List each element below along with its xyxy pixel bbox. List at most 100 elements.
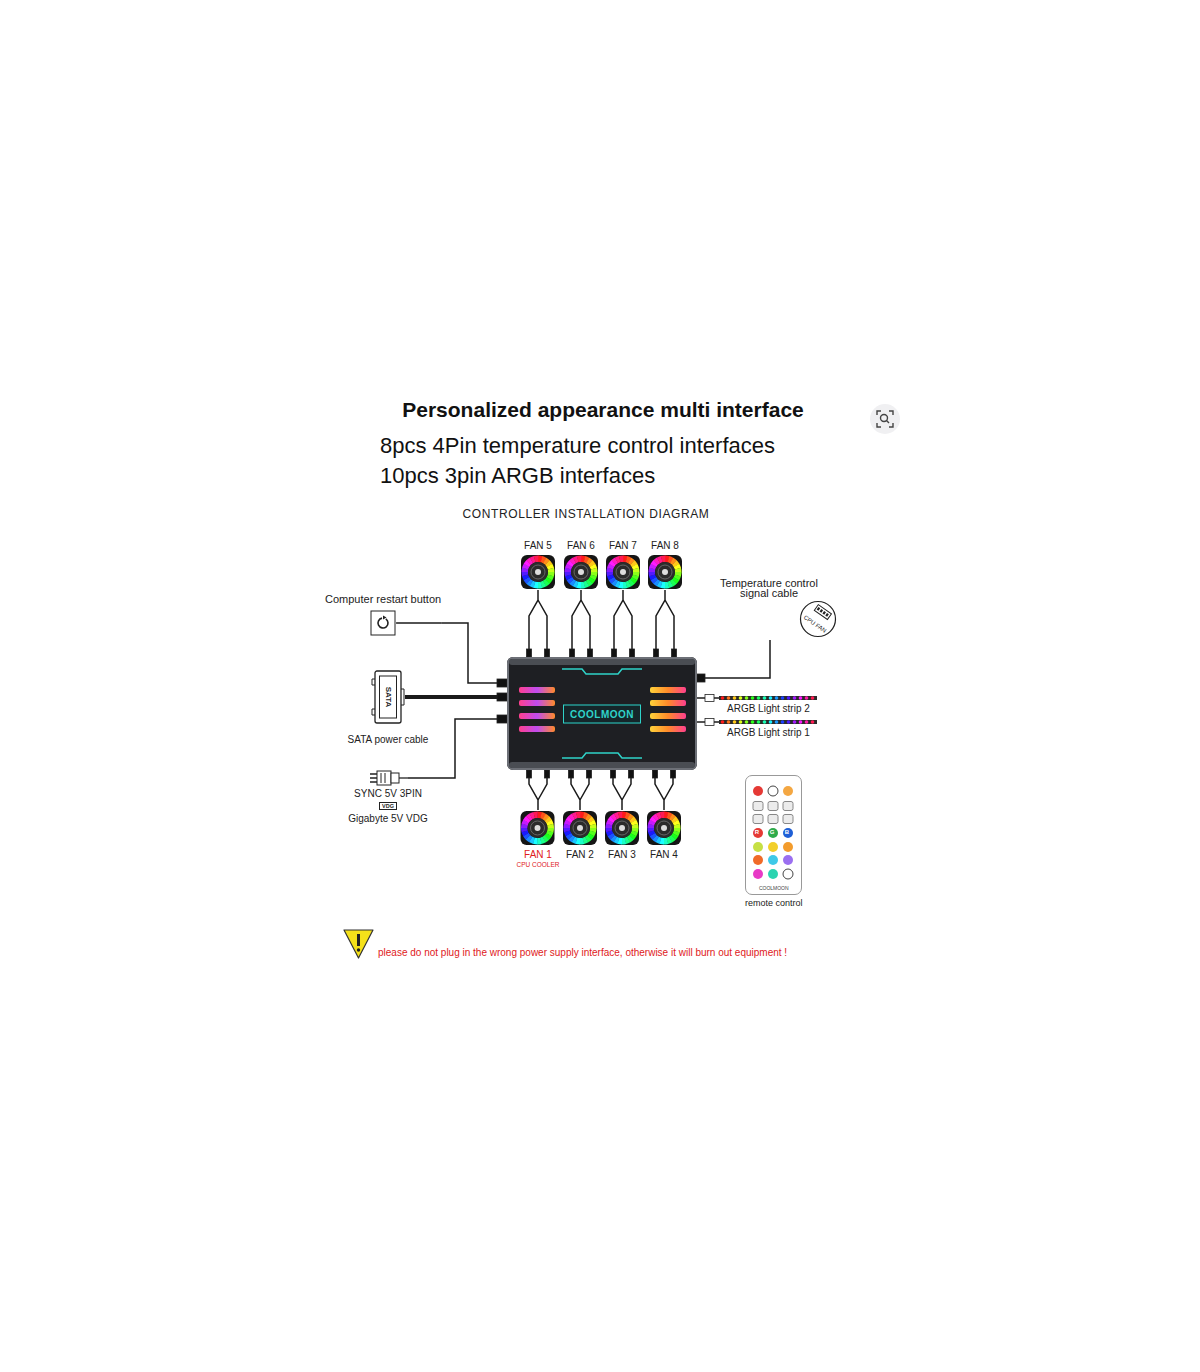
icon-handle xyxy=(887,421,890,424)
ring-segment xyxy=(534,811,539,818)
remote-control: COOLMOONremote control xyxy=(745,775,803,908)
rgb-bar xyxy=(519,700,555,706)
ring-segment xyxy=(521,828,528,833)
fan-ring xyxy=(648,555,681,588)
remote-key xyxy=(768,842,778,852)
warning-note: please do not plug in the wrong power su… xyxy=(378,947,787,958)
cable-plug xyxy=(629,770,634,778)
strip-led xyxy=(745,696,749,700)
fan-hub xyxy=(619,825,625,831)
warning-dot xyxy=(357,948,360,951)
strip-icon xyxy=(719,718,817,726)
cable-plug xyxy=(588,649,593,657)
strip-led xyxy=(793,720,797,724)
fan: FAN 7 xyxy=(605,540,641,590)
ring-segment xyxy=(633,568,640,573)
remote-key xyxy=(753,802,763,811)
fan-ring xyxy=(521,555,554,588)
fan-blades xyxy=(570,818,590,838)
cpu-fan-header: Temperature control signal cableCPU FAN xyxy=(712,578,838,640)
fan: FAN 2 xyxy=(562,810,598,861)
fan-blade-ring xyxy=(615,821,629,835)
plug-pin xyxy=(820,609,824,613)
remote-key xyxy=(768,802,778,811)
strip-led xyxy=(757,720,761,724)
fan-ring xyxy=(647,811,680,844)
ring-segment xyxy=(606,572,613,577)
header-plug xyxy=(814,605,831,620)
fan-hub xyxy=(578,569,584,575)
ring-segment xyxy=(534,555,539,562)
fan-frame xyxy=(647,811,681,845)
strip-body xyxy=(719,720,817,724)
cable-plug xyxy=(527,649,532,657)
fan-hub xyxy=(535,569,541,575)
fan-frame xyxy=(605,811,639,845)
fan-blade-ring xyxy=(573,821,587,835)
fan-blade-ring xyxy=(658,565,672,579)
strip-led xyxy=(769,696,773,700)
ring-segment xyxy=(647,828,654,833)
rgb-bar xyxy=(519,687,555,693)
strip-led xyxy=(727,720,731,724)
ring-segment xyxy=(665,582,670,589)
plug-pin xyxy=(825,613,829,617)
accent-line xyxy=(562,669,642,674)
fan-ring xyxy=(563,811,596,844)
fan-label: FAN 8 xyxy=(651,540,679,551)
remote-key xyxy=(783,786,793,796)
fan-blades xyxy=(571,562,591,582)
cable xyxy=(697,640,770,678)
ring-segment xyxy=(577,555,582,562)
sync-connector: SYNC 5V 3PINVDGGigabyte 5V VDG xyxy=(338,770,438,824)
heading-line: 8pcs 4Pin temperature control interfaces xyxy=(380,433,775,459)
fan-icon xyxy=(563,554,599,590)
cable xyxy=(441,623,507,683)
strip-led xyxy=(805,720,809,724)
cable-plug xyxy=(497,715,507,723)
plug-tabs xyxy=(372,679,404,715)
fan-ring xyxy=(564,555,597,588)
strip-led xyxy=(781,720,785,724)
remote-key xyxy=(768,855,778,865)
icon-ground xyxy=(870,404,900,434)
part-label: Computer restart button xyxy=(325,593,441,605)
strip-led xyxy=(775,696,779,700)
part-label: remote control xyxy=(745,898,803,908)
ring-segment xyxy=(661,555,666,562)
fan-label: FAN 2 xyxy=(566,849,594,861)
cable-plug xyxy=(545,649,550,657)
cable-plug xyxy=(672,649,677,657)
remote-key xyxy=(783,828,793,838)
plug-pin xyxy=(822,611,826,615)
ring-segment xyxy=(538,838,543,845)
cable-plug xyxy=(497,679,507,687)
strip-icon xyxy=(719,694,817,702)
ring-segment xyxy=(548,824,555,829)
cable-plug xyxy=(527,770,532,778)
restart-arrow xyxy=(383,616,387,620)
rgb-bar xyxy=(519,713,555,719)
cable-plug xyxy=(671,770,676,778)
ring-segment xyxy=(622,838,627,845)
strip-led xyxy=(739,720,743,724)
strip-led xyxy=(721,720,725,724)
cable-branch xyxy=(581,600,590,657)
fan-label: FAN 3 xyxy=(608,849,636,861)
part-label: SATA power cable xyxy=(348,734,429,745)
strip-led xyxy=(793,696,797,700)
strip-led xyxy=(727,696,731,700)
cable-plug xyxy=(545,770,550,778)
icon-corners xyxy=(877,411,893,427)
fan-ring xyxy=(605,811,638,844)
strip-led xyxy=(799,720,803,724)
sync-icon xyxy=(368,770,408,786)
ring-segment xyxy=(623,582,628,589)
strip-led xyxy=(805,696,809,700)
top-rim xyxy=(509,659,695,665)
fan-icon xyxy=(605,554,641,590)
fan-icon xyxy=(520,554,556,590)
rgb-bar xyxy=(650,687,686,693)
key-letter: G xyxy=(770,829,775,835)
cable-plug xyxy=(654,649,659,657)
